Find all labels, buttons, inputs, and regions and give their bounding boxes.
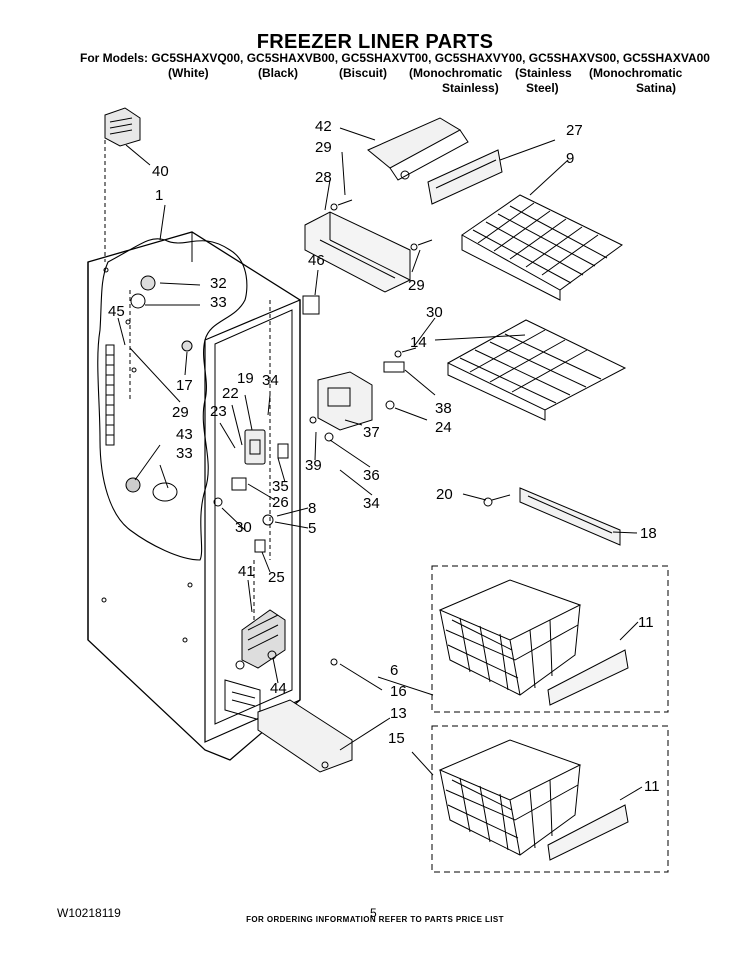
part-40-vent-cover bbox=[104, 107, 141, 147]
ordering-info: FOR ORDERING INFORMATION REFER TO PARTS … bbox=[246, 915, 504, 924]
callout-label: 11 bbox=[638, 614, 654, 631]
callout-label: 9 bbox=[566, 150, 574, 167]
callout-label: 29 bbox=[315, 139, 332, 156]
callout-label: 23 bbox=[210, 403, 227, 420]
callout-label: 17 bbox=[176, 377, 193, 394]
color-mono-stainless-2: Stainless) bbox=[442, 81, 499, 95]
callout-label: 25 bbox=[268, 569, 285, 586]
callout-label: 8 bbox=[308, 500, 316, 517]
color-mono-satina-2: Satina) bbox=[636, 81, 677, 95]
callout-label: 19 bbox=[237, 370, 254, 387]
color-biscuit: (Biscuit) bbox=[339, 66, 387, 80]
callout-label: 11 bbox=[644, 778, 660, 795]
freezer-liner bbox=[87, 140, 301, 761]
callout-label: 39 bbox=[305, 457, 322, 474]
part-37-housing bbox=[317, 371, 373, 431]
callout-label: 27 bbox=[566, 122, 583, 139]
callout-label: 37 bbox=[363, 424, 380, 441]
document-number: W10218119 bbox=[57, 906, 121, 920]
callout-label: 35 bbox=[272, 478, 289, 495]
part-28-bracket bbox=[304, 211, 411, 293]
callout-label: 33 bbox=[176, 445, 193, 462]
part-19-control bbox=[244, 429, 266, 465]
color-black: (Black) bbox=[258, 66, 299, 80]
color-mono-satina-1: (Monochromatic bbox=[589, 66, 683, 80]
page-title: FREEZER LINER PARTS bbox=[256, 31, 494, 53]
callout-label: 38 bbox=[435, 400, 452, 417]
part-27-trim bbox=[427, 149, 503, 205]
callout-label: 34 bbox=[262, 372, 279, 389]
callout-label: 36 bbox=[363, 467, 380, 484]
color-stainless-1: (Stainless bbox=[515, 66, 572, 80]
screws bbox=[213, 199, 511, 666]
callout-label: 24 bbox=[435, 419, 452, 436]
callout-label: 20 bbox=[436, 486, 453, 503]
callout-label: 43 bbox=[176, 426, 193, 443]
part-42-shelf-cover bbox=[367, 117, 469, 181]
part-13-drawer-track bbox=[257, 699, 353, 773]
callout-label: 15 bbox=[388, 730, 405, 747]
part-14-shelf bbox=[446, 319, 627, 421]
callout-label: 26 bbox=[272, 494, 289, 511]
callout-label: 40 bbox=[152, 163, 169, 180]
callout-label: 42 bbox=[315, 118, 332, 135]
part-9-wire-shelf bbox=[461, 194, 623, 301]
callout-label: 44 bbox=[270, 680, 287, 697]
callout-label: 16 bbox=[390, 683, 407, 700]
callout-label: 14 bbox=[410, 334, 427, 351]
callout-label: 46 bbox=[308, 252, 325, 269]
page-number: 5 bbox=[370, 906, 377, 920]
upper-wire-basket bbox=[438, 579, 629, 706]
upper-basket-box bbox=[431, 565, 669, 713]
color-stainless-2: Steel) bbox=[526, 81, 559, 95]
callout-label: 29 bbox=[172, 404, 189, 421]
color-white: (White) bbox=[168, 66, 209, 80]
callout-label: 13 bbox=[390, 705, 407, 722]
callout-label: 6 bbox=[390, 662, 398, 679]
light-sockets bbox=[125, 275, 193, 502]
callout-label: 34 bbox=[363, 495, 380, 512]
callout-labels: 40 1 42 29 28 27 9 46 29 32 33 45 17 29 … bbox=[108, 118, 660, 795]
callout-label: 18 bbox=[640, 525, 657, 542]
leader-lines bbox=[117, 127, 643, 801]
callout-label: 41 bbox=[238, 563, 255, 580]
models-line: For Models: GC5SHAXVQ00, GC5SHAXVB00, GC… bbox=[80, 51, 710, 65]
callout-label: 1 bbox=[155, 187, 163, 204]
part-18-rail bbox=[519, 487, 621, 546]
color-mono-stainless-1: (Monochromatic bbox=[409, 66, 503, 80]
callout-label: 33 bbox=[210, 294, 227, 311]
callout-label: 29 bbox=[408, 277, 425, 294]
callout-label: 30 bbox=[235, 519, 252, 536]
callout-label: 22 bbox=[222, 385, 239, 402]
callout-label: 28 bbox=[315, 169, 332, 186]
part-41-vent bbox=[241, 609, 286, 669]
callout-label: 45 bbox=[108, 303, 125, 320]
lower-wire-basket bbox=[438, 739, 629, 861]
callout-label: 5 bbox=[308, 520, 316, 537]
lower-basket-box bbox=[431, 725, 669, 873]
callout-label: 30 bbox=[426, 304, 443, 321]
callout-label: 32 bbox=[210, 275, 227, 292]
